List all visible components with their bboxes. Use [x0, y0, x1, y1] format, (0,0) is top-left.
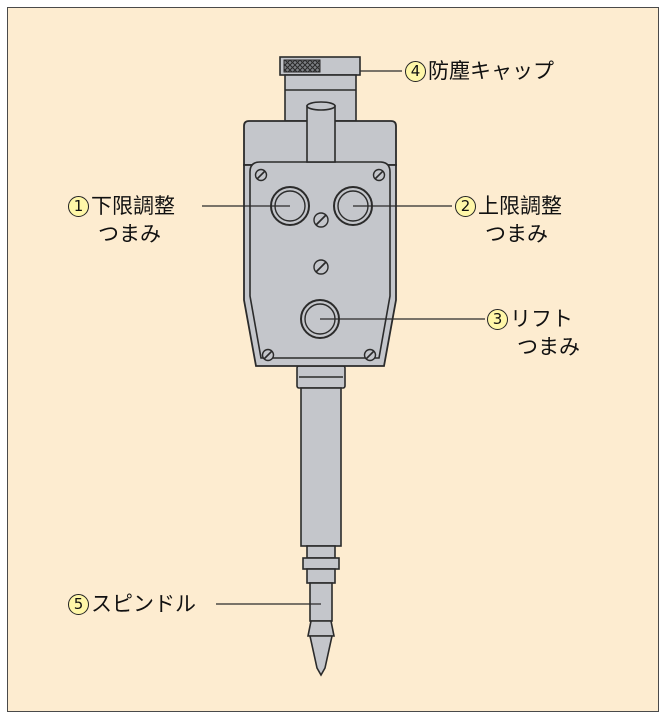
figure-frame — [7, 7, 659, 712]
screws — [254, 168, 386, 362]
label-text: リフト — [510, 307, 573, 331]
label-lift-line2: つまみ — [517, 335, 580, 359]
screw — [313, 212, 329, 228]
screw — [254, 168, 268, 182]
spindle — [296, 365, 346, 677]
label-number-badge: 4 — [405, 60, 426, 82]
label-text: 上限調整 — [478, 194, 562, 218]
screw — [313, 259, 329, 275]
dust-cap — [279, 56, 361, 122]
label-text: 下限調整 — [91, 194, 175, 218]
label-number-badge: 3 — [487, 308, 508, 330]
screw — [363, 348, 377, 362]
label-lift: 3 リフト — [487, 307, 573, 331]
screw — [372, 168, 386, 182]
stem — [306, 101, 336, 163]
label-text: 防塵キャップ — [428, 59, 554, 83]
leader-lines — [202, 70, 485, 605]
label-upper-adjust-line2: つまみ — [485, 222, 548, 246]
label-lower-adjust: 1 下限調整 — [68, 194, 175, 218]
screw — [261, 348, 275, 362]
label-number-badge: 1 — [68, 195, 89, 217]
label-number-badge: 5 — [68, 593, 89, 615]
label-lower-adjust-line2: つまみ — [98, 222, 161, 246]
label-spindle: 5 スピンドル — [68, 592, 196, 616]
label-text: スピンドル — [91, 592, 196, 616]
label-number-badge: 2 — [455, 195, 476, 217]
label-dust-cap: 4 防塵キャップ — [405, 59, 554, 83]
label-upper-adjust: 2 上限調整 — [455, 194, 562, 218]
